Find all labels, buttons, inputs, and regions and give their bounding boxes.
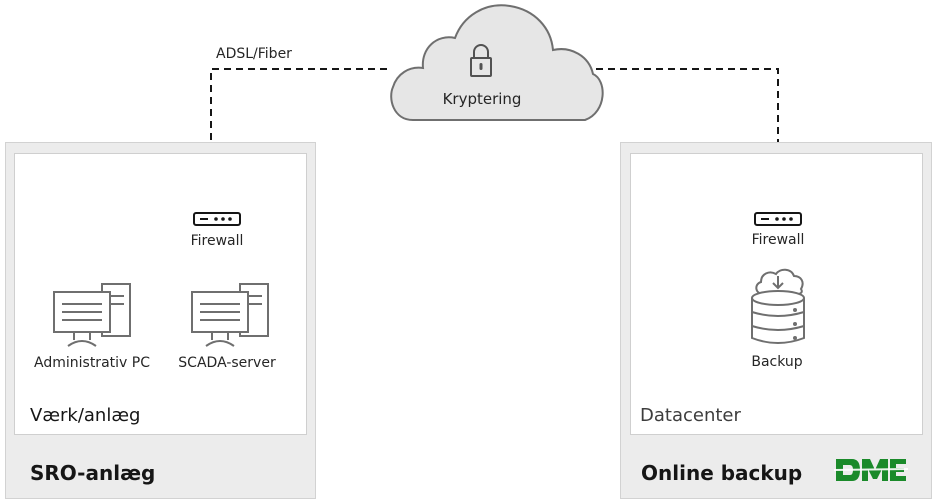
firewall-icon (754, 212, 802, 226)
zone-title-online-backup: Online backup (641, 461, 803, 485)
backup-label: Backup (751, 354, 803, 370)
right-firewall-label: Firewall (751, 232, 805, 248)
connection-label: ADSL/Fiber (216, 46, 292, 62)
device-label-admin-pc: Administrativ PC (34, 355, 150, 371)
cloud-database-icon (751, 268, 805, 344)
dme-logo (834, 456, 908, 484)
inner-title-datacenter: Datacenter (640, 405, 741, 426)
left-firewall-label: Firewall (190, 233, 244, 249)
desktop-computer-icon (53, 283, 131, 347)
desktop-computer-icon (191, 283, 269, 347)
cloud-shape (390, 4, 604, 121)
inner-title-vaerk-anlaeg: Værk/anlæg (30, 405, 141, 426)
firewall-icon (193, 212, 241, 226)
zone-title-sro-anlaeg: SRO-anlæg (30, 461, 156, 485)
lock-icon (470, 44, 492, 77)
cloud-label: Kryptering (442, 90, 522, 108)
device-label-scada-server: SCADA-server (178, 355, 276, 371)
